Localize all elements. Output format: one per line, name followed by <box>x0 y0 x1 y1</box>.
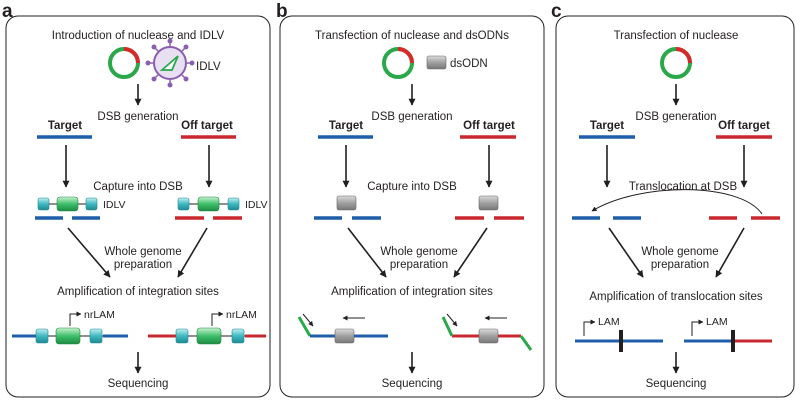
panel-b-title: Transfection of nuclease and dsODNs <box>315 30 509 42</box>
off-target-label: Off target <box>463 120 515 132</box>
whole-genome-label-2: preparation <box>390 259 448 271</box>
whole-genome-label-2: preparation <box>114 259 172 271</box>
capture-tag-target: IDLV <box>103 199 126 211</box>
nuclease-plasmid-icon <box>660 47 692 79</box>
amplicon-target <box>12 311 128 345</box>
captured-dsodn-target <box>314 195 381 220</box>
target-label: Target <box>48 120 82 132</box>
captured-provirus-target <box>35 196 100 220</box>
primer-label-target: nrLAM <box>84 309 115 321</box>
panel-a-title: Introduction of nuclease and IDLV <box>52 30 225 42</box>
dsodn-icon <box>426 55 447 70</box>
panel-b-letter: b <box>276 1 288 22</box>
whole-genome-label-1: Whole genome <box>104 246 181 258</box>
panel-c-letter: c <box>551 1 562 22</box>
capture-tag-off-target: IDLV <box>245 199 268 211</box>
panel-a-letter: a <box>2 1 13 22</box>
translocation-event <box>572 189 780 220</box>
whole-genome-label-1: Whole genome <box>641 246 718 258</box>
dsb-generation-label: DSB generation <box>371 111 452 123</box>
vector-label: IDLV <box>196 61 221 73</box>
lentivirus-icon <box>145 38 195 88</box>
primer-label-off-target: nrLAM <box>226 309 257 321</box>
amplicon-off-target <box>441 313 533 351</box>
sequencing-label: Sequencing <box>108 378 169 390</box>
off-target-label: Off target <box>718 120 770 132</box>
captured-provirus-off-target <box>175 196 242 220</box>
panel-c-title: Transfection of nuclease <box>614 30 739 42</box>
whole-genome-label-2: preparation <box>651 259 709 271</box>
target-label: Target <box>329 120 363 132</box>
nuclease-plasmid-icon <box>108 47 140 79</box>
panel-b-frame <box>279 15 545 398</box>
capture-label: Translocation at DSB <box>629 181 738 193</box>
amplicon-target <box>297 313 388 344</box>
translocation-amplicon-off-target <box>684 319 772 352</box>
primer-label-target: LAM <box>598 316 620 328</box>
panel-c-frame <box>555 15 795 398</box>
primer-label-off-target: LAM <box>706 316 728 328</box>
captured-dsodn-off-target <box>455 195 524 220</box>
panel-b: b Transfection of nuclease and dsODNs ds… <box>276 1 545 398</box>
dsb-generation-label: DSB generation <box>635 111 716 123</box>
panel-a-frame <box>5 15 271 398</box>
dsb-generation-label: DSB generation <box>97 111 178 123</box>
nuclease-plasmid-icon <box>382 47 414 79</box>
vector-label: dsODN <box>450 58 488 70</box>
panel-a: a Introduction of nuclease and IDLV <box>2 1 271 398</box>
translocation-amplicon-target <box>575 319 663 352</box>
capture-label: Capture into DSB <box>367 181 457 193</box>
amplification-label: Amplification of translocation sites <box>589 291 762 303</box>
sequencing-label: Sequencing <box>646 378 707 390</box>
panel-c: c Transfection of nuclease DSB generatio… <box>551 1 795 398</box>
off-target-label: Off target <box>181 120 233 132</box>
amplification-label: Amplification of integration sites <box>57 286 219 298</box>
sequencing-label: Sequencing <box>382 378 443 390</box>
capture-label: Capture into DSB <box>93 181 183 193</box>
amplicon-off-target <box>148 311 266 345</box>
whole-genome-label-1: Whole genome <box>380 246 457 258</box>
target-label: Target <box>590 120 624 132</box>
amplification-label: Amplification of integration sites <box>331 286 493 298</box>
